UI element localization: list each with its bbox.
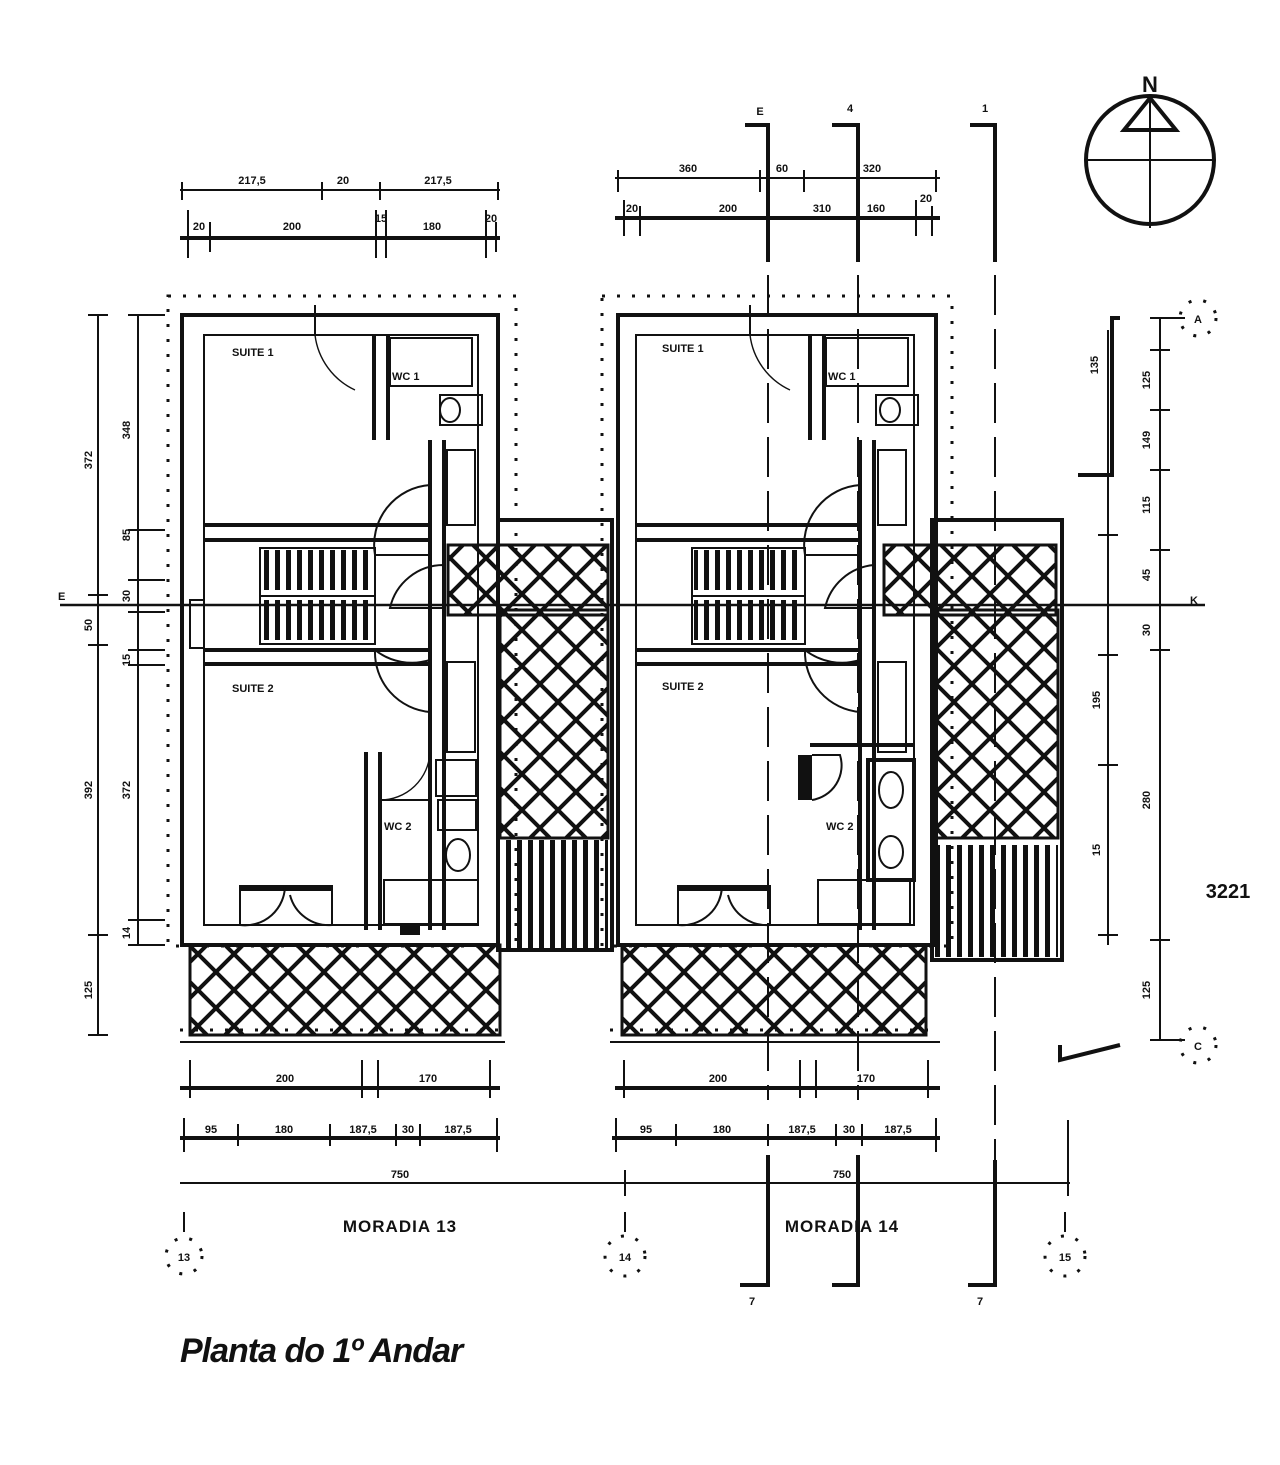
dim-label: 125 bbox=[1141, 981, 1153, 999]
dim-label: 187,5 bbox=[884, 1124, 912, 1136]
moradia-13-plan: SUITE 1 SUITE 2 WC 1 WC 2 bbox=[166, 294, 518, 1043]
room-tag: SUITE 1 bbox=[662, 343, 704, 355]
room-tag: WC 2 bbox=[384, 821, 412, 833]
dim-label: 85 bbox=[121, 529, 133, 541]
dim-label: 30 bbox=[402, 1124, 414, 1136]
dim-label: 95 bbox=[640, 1124, 652, 1136]
grid-bubbles: 13 14 15 bbox=[164, 1212, 1087, 1278]
drawing-caption: Planta do 1º Andar bbox=[180, 1332, 465, 1370]
dim-label: 170 bbox=[419, 1073, 437, 1085]
dim-label: 360 bbox=[679, 163, 697, 175]
room-tag: SUITE 2 bbox=[232, 683, 274, 695]
dim-label: 392 bbox=[83, 781, 95, 799]
grid-mark: K bbox=[1190, 595, 1198, 607]
dim-label: 20 bbox=[920, 193, 932, 205]
north-arrow: N bbox=[1084, 72, 1216, 228]
dim-label: 15 bbox=[1091, 844, 1103, 856]
room-tag: SUITE 1 bbox=[232, 347, 274, 359]
top-dimensions-moradia-14: 360 60 320 20 200 310 160 20 bbox=[615, 163, 940, 236]
dim-label: 20 bbox=[193, 221, 205, 233]
grid-mark: C bbox=[1194, 1041, 1202, 1053]
stair-treads bbox=[694, 550, 802, 640]
stair-treads bbox=[262, 550, 372, 640]
dim-label: 14 bbox=[121, 926, 133, 939]
dim-label: 200 bbox=[276, 1073, 294, 1085]
dim-label: 160 bbox=[867, 203, 885, 215]
room-tag: SUITE 2 bbox=[662, 681, 704, 693]
dim-label: 135 bbox=[1089, 356, 1101, 374]
room-tag: WC 2 bbox=[826, 821, 854, 833]
section-mark: 1 bbox=[982, 103, 988, 115]
section-mark: 7 bbox=[749, 1296, 755, 1308]
right-dimensions: 125 149 115 45 30 280 125 135 195 15 A C bbox=[1078, 298, 1218, 1065]
dim-label: 217,5 bbox=[238, 175, 266, 187]
room-tag: WC 1 bbox=[392, 371, 420, 383]
dim-label: 125 bbox=[83, 981, 95, 999]
dim-label: 372 bbox=[121, 781, 133, 799]
dim-label: 217,5 bbox=[424, 175, 452, 187]
bottom-dimensions-moradia-13: 200 170 95 180 187,5 30 187,5 bbox=[180, 1060, 500, 1152]
dim-label: 180 bbox=[713, 1124, 731, 1136]
terrace-moradia-13 bbox=[446, 518, 614, 952]
dim-label: 200 bbox=[719, 203, 737, 215]
dim-label: 200 bbox=[283, 221, 301, 233]
dim-label: 30 bbox=[121, 590, 133, 602]
dim-label: 45 bbox=[1141, 569, 1153, 581]
unit-label-moradia-14: MORADIA 14 bbox=[785, 1217, 899, 1236]
unit-label-moradia-13: MORADIA 13 bbox=[343, 1217, 457, 1236]
dim-label: 187,5 bbox=[444, 1124, 472, 1136]
north-label: N bbox=[1142, 72, 1158, 97]
left-dimensions: 372 50 392 125 348 85 30 15 372 14 bbox=[83, 314, 165, 1036]
dim-label: 180 bbox=[275, 1124, 293, 1136]
overall-width-dimension: 750 750 bbox=[180, 1120, 1070, 1196]
dim-label: 280 bbox=[1141, 791, 1153, 809]
top-dimensions-moradia-13: 217,5 20 217,5 20 200 15 180 20 bbox=[180, 175, 500, 258]
dim-label: 348 bbox=[121, 421, 133, 439]
dim-label: 60 bbox=[776, 163, 788, 175]
terrace-moradia-14 bbox=[882, 518, 1064, 962]
grid-mark: E bbox=[58, 591, 65, 603]
dim-label: 310 bbox=[813, 203, 831, 215]
section-mark: 4 bbox=[847, 103, 854, 115]
dim-label: 20 bbox=[337, 175, 349, 187]
dim-label: 750 bbox=[833, 1169, 851, 1181]
dim-label: 200 bbox=[709, 1073, 727, 1085]
room-tag: WC 1 bbox=[828, 371, 856, 383]
dim-label: 115 bbox=[1141, 496, 1153, 514]
section-mark: E bbox=[756, 106, 763, 118]
dim-label: 95 bbox=[205, 1124, 217, 1136]
dim-label: 187,5 bbox=[349, 1124, 377, 1136]
dim-label: 20 bbox=[485, 213, 497, 225]
moradia-14-plan: SUITE 1 SUITE 2 WC 1 WC 2 bbox=[600, 294, 954, 1043]
dim-label: 372 bbox=[83, 451, 95, 469]
dim-label: 50 bbox=[83, 619, 95, 631]
dim-label: 187,5 bbox=[788, 1124, 816, 1136]
dim-label: 20 bbox=[626, 203, 638, 215]
dim-label: 170 bbox=[857, 1073, 875, 1085]
grid-mark: 15 bbox=[1059, 1252, 1071, 1264]
grid-mark: 14 bbox=[619, 1252, 632, 1264]
dim-label: 15 bbox=[375, 213, 387, 225]
dim-label: 15 bbox=[121, 654, 133, 666]
dim-label: 195 bbox=[1091, 691, 1103, 709]
grid-mark: 13 bbox=[178, 1252, 190, 1264]
side-mark: 3221 bbox=[1206, 881, 1251, 903]
grid-mark: A bbox=[1194, 314, 1202, 326]
dim-label: 30 bbox=[1141, 624, 1153, 636]
dim-label: 320 bbox=[863, 163, 881, 175]
dim-label: 750 bbox=[391, 1169, 409, 1181]
dim-label: 149 bbox=[1141, 431, 1153, 449]
section-mark: 7 bbox=[977, 1296, 983, 1308]
dim-label: 30 bbox=[843, 1124, 855, 1136]
bottom-dimensions-moradia-14: 200 170 95 180 187,5 30 187,5 bbox=[612, 1060, 940, 1152]
dim-label: 180 bbox=[423, 221, 441, 233]
dim-label: 125 bbox=[1141, 371, 1153, 389]
